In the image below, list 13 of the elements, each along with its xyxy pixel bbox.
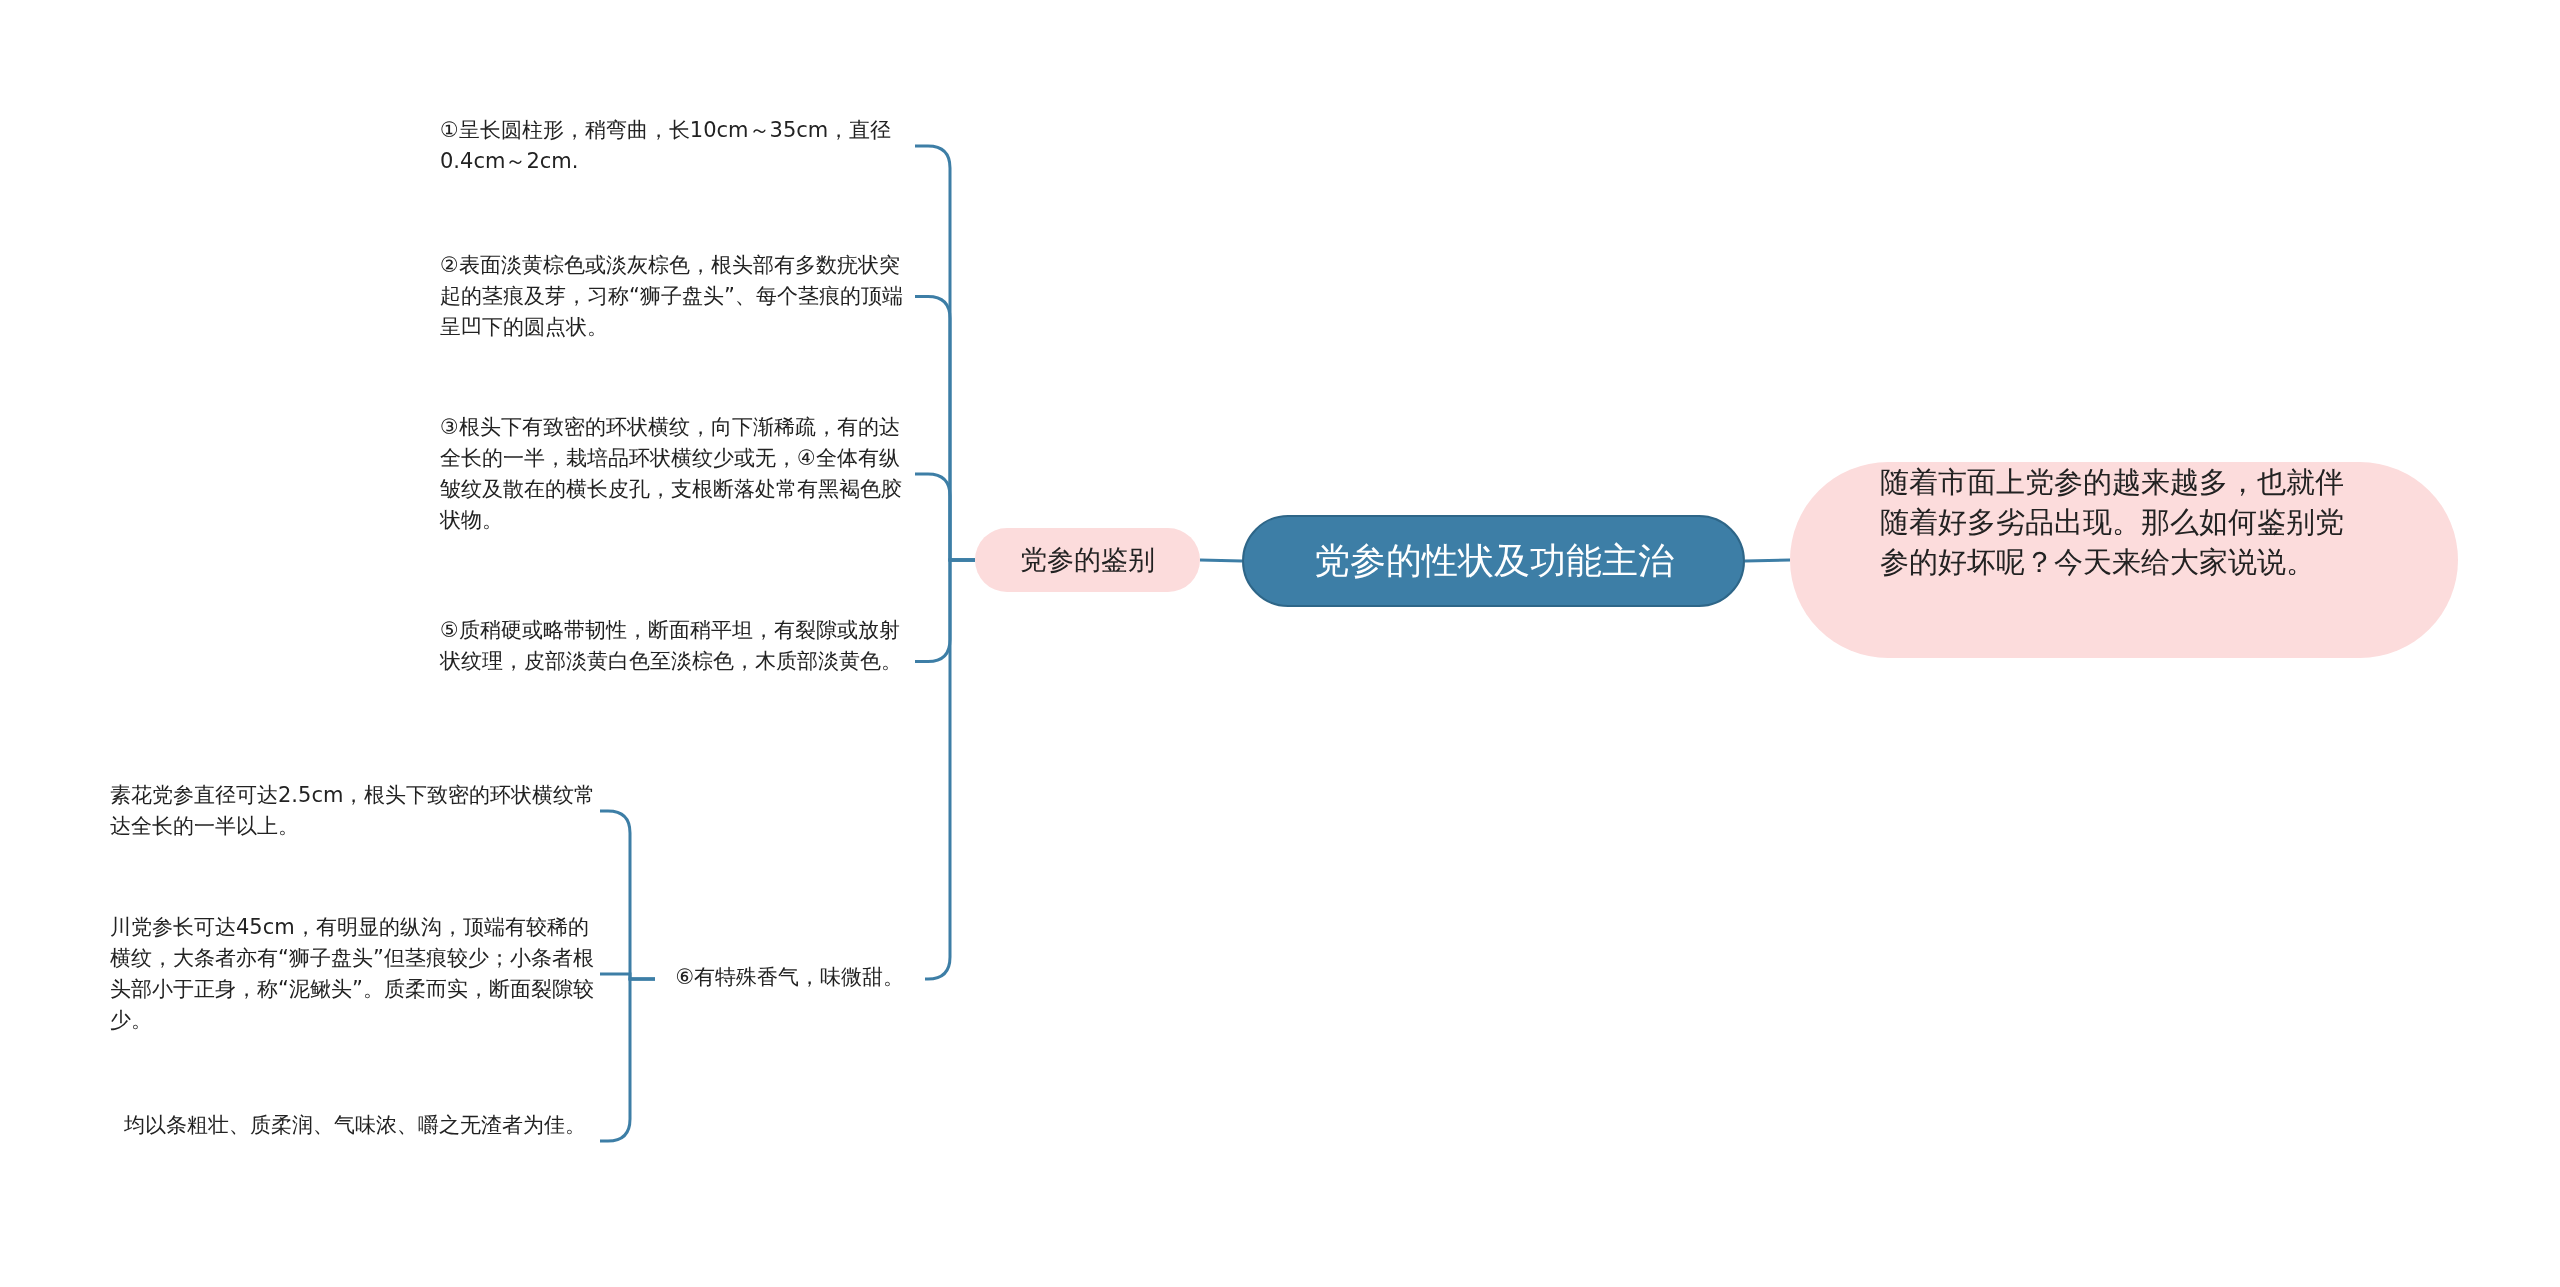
topic-label: 党参的性状及功能主治 (1313, 539, 1674, 583)
topic-label: 随着市面上党参的越来越多，也就伴随着好多劣品出现。那么如何鉴别党参的好坏呢？今天来给大家说说。 (1880, 464, 2345, 581)
topic-label: ①呈长圆柱形，稍弯曲，长10cm～35cm，直径0.4cm～2cm. (440, 117, 893, 175)
topic-label: 川党参长可达45cm，有明显的纵沟，顶端有较稀的横纹，大条者亦有“狮子盘头”但茎痕较少；小条者根头部小于正身，称“泥鳅头”。质柔而实，断面裂隙较少。 (110, 914, 595, 1034)
topic-label: 均以条粗壮、质柔润、气味浓、嚼之无渣者为佳。 (124, 1112, 586, 1139)
topic-label: ②表面淡黄棕色或淡灰棕色，根头部有多数疣状突起的茎痕及芽，习称“狮子盘头”、每个茎痕的顶端呈凹下的圆点状。 (440, 252, 904, 341)
topic-label: ⑥有特殊香气，味微甜。 (675, 964, 905, 991)
topic-label: ⑤质稍硬或略带韧性，断面稍平坦，有裂隙或放射状纹理，皮部淡黄白色至淡棕色，木质部淡黄色。 (440, 617, 903, 675)
connector-line (1199, 558, 1243, 563)
connector-line (1744, 558, 1791, 563)
topic-label: ③根头下有致密的环状横纹，向下渐稀疏，有的达全长的一半，栽培品环状横纹少或无，④全体有纵皱纹及散在的横长皮孔，支根断落处常有黑褐色胶状物。 (440, 414, 903, 534)
topic-label: 素花党参直径可达2.5cm，根头下致密的环状横纹常达全长的一半以上。 (110, 782, 597, 840)
topic-label: 党参的鉴别 (1020, 542, 1155, 577)
